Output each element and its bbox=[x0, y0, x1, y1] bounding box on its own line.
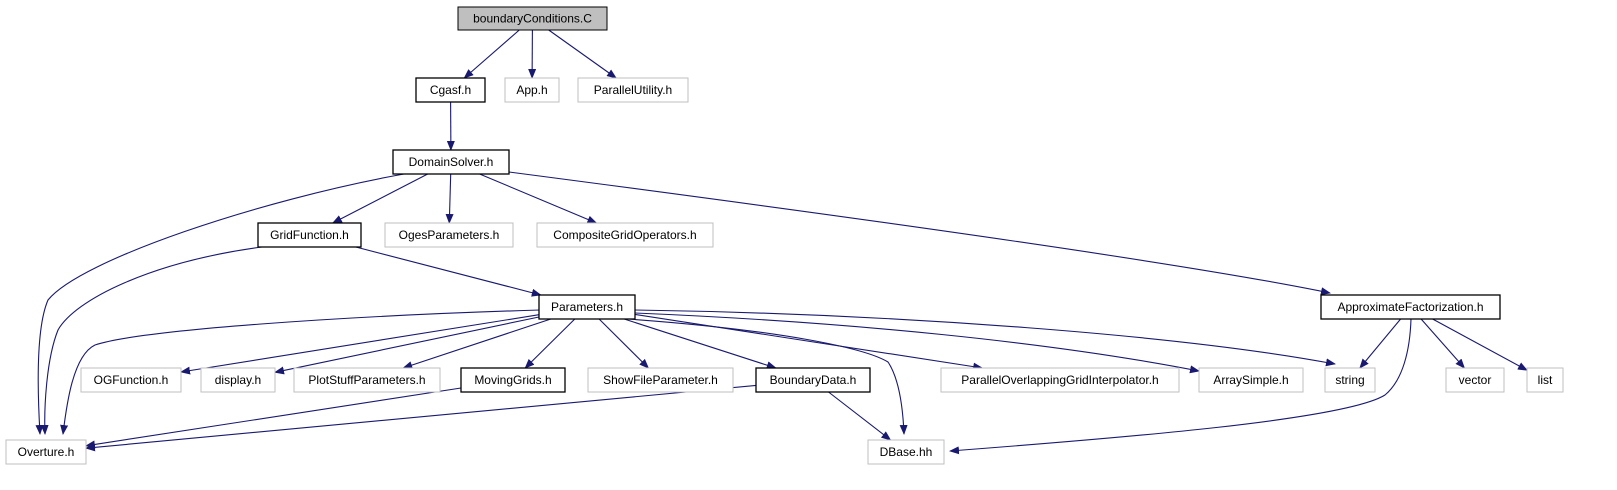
node-label: ArraySimple.h bbox=[1213, 373, 1288, 387]
edge-parameters-to-arraysimple bbox=[635, 313, 1199, 371]
node-parinterp: ParallelOverlappingGridInterpolator.h bbox=[941, 368, 1179, 392]
node-label: Cgasf.h bbox=[430, 83, 471, 97]
node-label: MovingGrids.h bbox=[474, 373, 551, 387]
node-ogfunc: OGFunction.h bbox=[81, 368, 181, 392]
node-parutil: ParallelUtility.h bbox=[578, 78, 688, 102]
edge-parameters-to-plotstuff bbox=[403, 319, 551, 368]
node-label: App.h bbox=[516, 83, 547, 97]
node-showfile: ShowFileParameter.h bbox=[588, 368, 733, 392]
edge-bc-to-cgasf bbox=[464, 30, 519, 78]
node-vector: vector bbox=[1446, 368, 1504, 392]
node-label: boundaryConditions.C bbox=[473, 12, 592, 26]
node-overture: Overture.h bbox=[6, 440, 86, 464]
edge-domsolver-to-gridfunc bbox=[333, 174, 428, 223]
node-compgridops: CompositeGridOperators.h bbox=[537, 223, 713, 247]
edge-parameters-to-ogfunc bbox=[181, 315, 539, 372]
edge-approxfact-to-list bbox=[1433, 319, 1527, 370]
edge-gridfunc-to-overture bbox=[45, 247, 262, 434]
node-bdata[interactable]: BoundaryData.h bbox=[756, 368, 870, 392]
node-domsolver[interactable]: DomainSolver.h bbox=[393, 150, 509, 174]
node-label: ApproximateFactorization.h bbox=[1337, 300, 1483, 314]
edge-domsolver-to-overture bbox=[38, 174, 404, 434]
node-label: GridFunction.h bbox=[270, 228, 349, 242]
edge-parameters-to-movgrids bbox=[525, 319, 575, 368]
edge-bdata-to-overture bbox=[86, 385, 756, 448]
node-label: Parameters.h bbox=[551, 300, 623, 314]
node-label: ParallelOverlappingGridInterpolator.h bbox=[961, 373, 1158, 387]
node-cgasf[interactable]: Cgasf.h bbox=[416, 78, 485, 102]
edge-approxfact-to-string bbox=[1360, 319, 1401, 368]
node-arraysimple: ArraySimple.h bbox=[1199, 368, 1303, 392]
node-display: display.h bbox=[201, 368, 275, 392]
node-label: PlotStuffParameters.h bbox=[308, 373, 425, 387]
node-string: string bbox=[1325, 368, 1375, 392]
node-movgrids[interactable]: MovingGrids.h bbox=[461, 368, 565, 392]
node-label: display.h bbox=[215, 373, 261, 387]
node-label: OGFunction.h bbox=[94, 373, 169, 387]
edge-domsolver-to-ogesparams bbox=[449, 174, 450, 223]
edge-approxfact-to-vector bbox=[1421, 319, 1464, 368]
node-bc[interactable]: boundaryConditions.C bbox=[458, 7, 607, 30]
node-label: ParallelUtility.h bbox=[594, 83, 672, 97]
node-label: DomainSolver.h bbox=[409, 155, 494, 169]
node-parameters[interactable]: Parameters.h bbox=[539, 295, 635, 319]
node-label: ShowFileParameter.h bbox=[603, 373, 718, 387]
node-gridfunc[interactable]: GridFunction.h bbox=[258, 223, 361, 247]
node-dbase: DBase.hh bbox=[868, 440, 944, 464]
edge-movgrids-to-overture bbox=[86, 388, 461, 446]
node-ogesparams: OgesParameters.h bbox=[385, 223, 513, 247]
node-label: list bbox=[1538, 373, 1553, 387]
node-label: vector bbox=[1459, 373, 1492, 387]
edge-bc-to-parutil bbox=[549, 30, 616, 78]
edge-gridfunc-to-parameters bbox=[356, 247, 541, 295]
node-label: OgesParameters.h bbox=[399, 228, 500, 242]
node-list: list bbox=[1527, 368, 1563, 392]
edge-bdata-to-dbase bbox=[829, 392, 891, 440]
node-label: string bbox=[1335, 373, 1364, 387]
node-app: App.h bbox=[505, 78, 559, 102]
node-label: BoundaryData.h bbox=[770, 373, 857, 387]
node-label: DBase.hh bbox=[880, 445, 933, 459]
node-label: CompositeGridOperators.h bbox=[553, 228, 696, 242]
edge-parameters-to-bdata bbox=[624, 319, 776, 368]
node-label: Overture.h bbox=[18, 445, 75, 459]
edge-parameters-to-display bbox=[275, 317, 539, 372]
node-approxfact[interactable]: ApproximateFactorization.h bbox=[1321, 295, 1500, 319]
edge-parameters-to-showfile bbox=[599, 319, 648, 368]
node-plotstuff: PlotStuffParameters.h bbox=[294, 368, 440, 392]
